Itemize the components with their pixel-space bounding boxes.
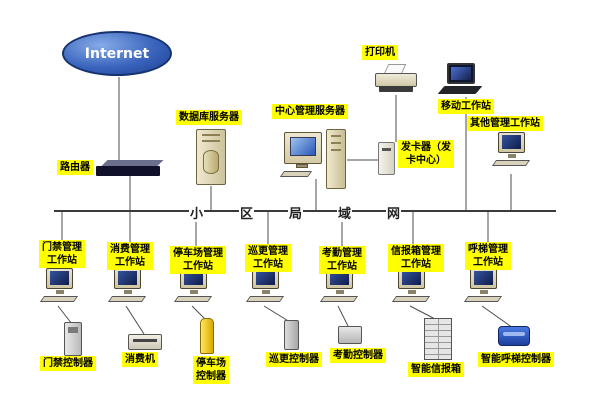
screen	[50, 271, 69, 285]
workstation-label-patrol: 巡更管理 工作站	[245, 244, 291, 272]
backbone-char: 网	[386, 203, 402, 222]
database-server-label: 数据库服务器	[176, 110, 242, 125]
access-controller-label: 门禁控制器	[40, 356, 96, 371]
workstation-icon-attendance	[319, 268, 360, 308]
screen	[502, 135, 521, 149]
backbone-char: 小	[189, 203, 205, 222]
screen	[330, 271, 349, 285]
patrol-controller-icon	[284, 320, 299, 350]
attendance-controller-label: 考勤控制器	[330, 348, 386, 363]
screen	[118, 271, 137, 285]
consume-machine-icon	[128, 334, 162, 350]
backbone-char: 区	[239, 203, 255, 222]
workstation-icon-patrol	[245, 268, 286, 308]
other-workstation-label: 其他管理工作站	[467, 116, 543, 131]
workstation-label-access: 门禁管理 工作站	[39, 240, 85, 268]
screen	[290, 137, 316, 156]
card-issuer-label: 发卡器（发 卡中心）	[398, 140, 454, 168]
workstation-label-mailbox: 信报箱管理 工作站	[388, 244, 444, 272]
consume-machine-label: 消费机	[122, 352, 158, 367]
workstation-icon-mailbox	[391, 268, 432, 308]
internet-cloud: Internet	[62, 31, 172, 76]
workstation-label-elevator: 呼梯管理 工作站	[465, 242, 511, 270]
workstation-label-parking: 停车场管理 工作站	[170, 246, 226, 274]
attendance-controller-icon	[338, 326, 362, 344]
parking-controller-label: 停车场 控制器	[193, 356, 229, 384]
card-issuer-icon	[378, 142, 395, 175]
database-cylinder-icon	[203, 150, 219, 174]
router-label: 路由器	[57, 160, 93, 175]
smart-mailbox-label: 智能信报箱	[408, 362, 464, 377]
elevator-controller-icon	[498, 326, 530, 346]
smart-mailbox-icon	[424, 318, 452, 360]
workstation-icon-elevator	[463, 268, 504, 308]
other-workstation-icon	[491, 132, 532, 172]
monitor-stand	[296, 164, 308, 168]
mobile-workstation-icon	[437, 63, 483, 96]
workstation-icon-access	[39, 268, 80, 308]
mobile-workstation-label: 移动工作站	[438, 99, 494, 114]
workstation-icon-parking	[173, 268, 214, 308]
router-icon	[96, 160, 164, 178]
workstation-label-attendance: 考勤管理 工作站	[319, 246, 365, 274]
center-server-label: 中心管理服务器	[272, 104, 348, 119]
printer-label: 打印机	[362, 45, 398, 60]
screen	[256, 271, 275, 285]
workstation-icon-consume	[107, 268, 148, 308]
screen	[184, 271, 203, 285]
center-server-monitor-icon	[284, 132, 322, 164]
screen	[451, 67, 471, 80]
printer-icon	[375, 64, 417, 94]
screen	[474, 271, 493, 285]
screen	[402, 271, 421, 285]
database-server-icon	[196, 129, 226, 185]
keyboard-icon	[279, 171, 313, 177]
backbone-char: 域	[337, 203, 353, 222]
center-server-tower-icon	[326, 129, 346, 189]
internet-label: Internet	[84, 45, 150, 62]
elevator-controller-label: 智能呼梯控制器	[478, 352, 554, 367]
backbone-char: 局	[288, 203, 304, 222]
workstation-label-consume: 消费管理 工作站	[107, 242, 153, 270]
patrol-controller-label: 巡更控制器	[266, 352, 322, 367]
parking-controller-icon	[200, 318, 214, 354]
access-controller-icon	[64, 322, 82, 356]
